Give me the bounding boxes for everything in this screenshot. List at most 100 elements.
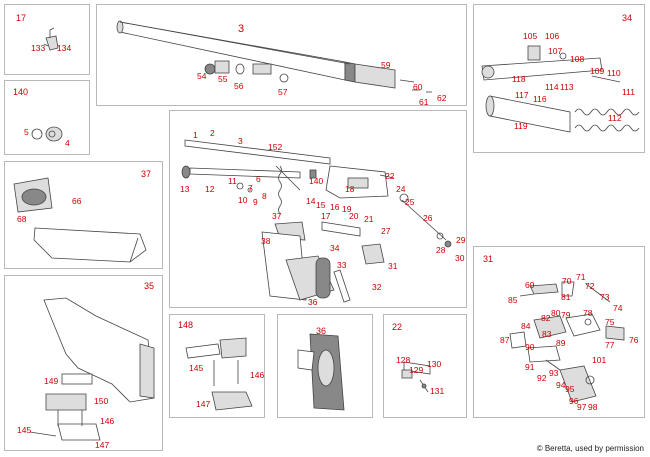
part-number-label: 12 [205,184,215,194]
part-number-label: 84 [521,321,531,331]
part-number-label: 90 [525,342,535,352]
part-number-label: 54 [197,71,207,81]
panel-title: 3 [238,23,245,35]
copyright-notice: © Beretta, used by permission [536,444,644,453]
part-number-label: 38 [261,236,271,246]
part-number-label: 83 [542,329,552,339]
panel-title: 31 [483,254,494,264]
part-number-label: 150 [94,396,109,406]
part-number-label: 6 [256,174,261,184]
part-number-label: 9 [253,197,258,207]
part-number-label: 3 [238,136,243,146]
receiver-group-icon [181,139,452,303]
panel-title: 140 [13,87,29,97]
part-number-label: 101 [592,355,607,365]
part-number-label: 92 [537,373,547,383]
part-number-label: 5 [24,127,29,137]
part-number-label: 89 [556,338,566,348]
bolt-parts-icon [401,361,431,393]
bracket-part-icon [43,27,59,51]
part-number-label: 66 [72,196,82,206]
part-number-label: 131 [430,386,445,396]
part-number-label: 133 [31,43,46,53]
part-number-label: 18 [345,184,355,194]
part-number-label: 109 [590,66,605,76]
panel-title: 35 [144,281,155,291]
part-number-label: 129 [409,365,424,375]
part-number-label: 27 [381,226,391,236]
barrel-part-icon [116,20,396,89]
recoil-pad-icon [297,333,345,411]
part-number-label: 130 [427,359,442,369]
part-number-label: 16 [330,202,340,212]
part-number-label: 31 [388,261,398,271]
part-number-label: 29 [456,235,466,245]
part-number-label: 113 [560,82,574,92]
part-number-label: 70 [562,276,572,286]
part-number-label: 118 [512,74,526,84]
part-number-label: 25 [405,197,415,207]
trigger-group-icon [509,281,625,403]
part-number-label: 20 [349,211,359,221]
part-number-label: 117 [515,90,529,100]
part-number-label: 78 [583,308,593,318]
part-number-label: 146 [250,370,265,380]
part-number-label: 147 [95,440,110,450]
part-number-label: 105 [523,31,538,41]
part-number-label: 32 [372,282,382,292]
part-number-label: 91 [525,362,535,372]
part-number-label: 108 [570,54,585,64]
part-number-label: 72 [585,281,595,291]
part-number-label: 95 [565,384,575,394]
stock-icon [29,297,155,441]
part-number-label: 134 [57,43,72,53]
part-number-label: 77 [605,340,615,350]
part-number-label: 76 [629,335,639,345]
choke-tubes-icon [204,60,289,83]
part-number-label: 110 [607,68,621,78]
part-number-label: 33 [337,260,347,270]
part-number-label: 85 [508,295,518,305]
part-number-label: 73 [600,292,610,302]
part-number-label: 36 [308,297,318,307]
panel-title: 36 [316,326,327,336]
part-number-label: 13 [180,184,190,194]
part-number-label: 107 [548,46,563,56]
part-number-label: 128 [396,355,411,365]
part-number-label: 119 [514,121,528,131]
part-number-label: 69 [525,280,535,290]
part-number-label: 81 [561,292,571,302]
part-number-label: 145 [189,363,204,373]
part-number-label: 56 [234,81,244,91]
part-number-label: 59 [381,60,391,70]
magazine-assembly-icon [481,45,640,133]
part-number-label: 93 [549,368,559,378]
part-number-label: 79 [561,310,571,320]
part-number-label: 57 [278,87,288,97]
part-number-label: 4 [65,138,70,148]
panel-title: 34 [622,13,633,23]
part-number-label: 8 [262,191,267,201]
part-number-label: 34 [330,243,340,253]
part-number-label: 149 [44,376,59,386]
part-number-label: 74 [613,303,623,313]
part-number-label: 80 [551,308,561,318]
part-number-label: 147 [196,399,211,409]
part-number-label: 2 [210,128,215,138]
part-number-label: 71 [576,272,586,282]
part-number-label: 146 [100,416,115,426]
part-number-label: 111 [622,87,635,97]
part-number-label: 114 [545,82,559,92]
forend-icon [13,177,147,263]
part-number-label: 14 [306,196,316,206]
part-number-label: 1 [193,130,198,140]
part-number-label: 106 [545,31,560,41]
part-number-label: 82 [541,313,551,323]
part-number-label: 97 [577,402,587,412]
part-number-label: 11 [228,176,237,186]
part-number-label: 68 [17,214,27,224]
barrel-small-parts-icon [399,79,432,93]
part-number-label: 37 [272,211,282,221]
part-number-label: 7 [248,183,253,193]
part-number-label: 96 [569,396,579,406]
